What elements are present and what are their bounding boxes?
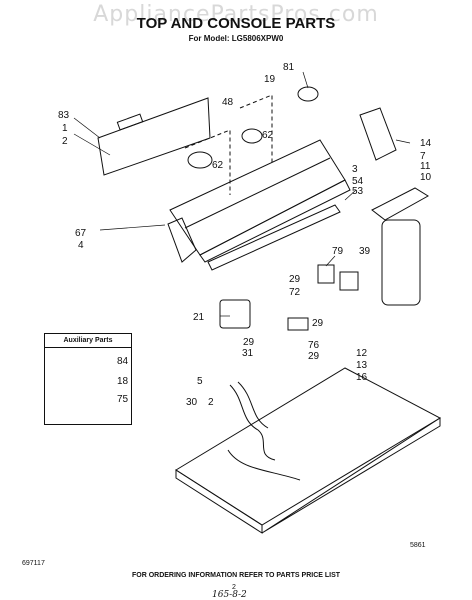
callout-2-lower: 2 xyxy=(208,397,214,408)
callout-11: 11 xyxy=(420,161,431,172)
callout-29-a: 29 xyxy=(289,274,301,285)
document-number: 697117 xyxy=(22,560,45,567)
end-cap-left xyxy=(167,217,197,263)
wire-harness xyxy=(227,381,301,481)
callout-29-b: 29 xyxy=(312,318,324,329)
callout-62-lower: 62 xyxy=(212,160,224,171)
switch-39 xyxy=(339,271,359,291)
callout-81: 81 xyxy=(283,62,295,73)
switch xyxy=(287,317,309,331)
callout-76: 76 xyxy=(308,340,320,351)
console-strip xyxy=(207,204,341,271)
watermark: AppliancePartsPros.com xyxy=(93,2,379,27)
callout-48: 48 xyxy=(222,97,234,108)
callout-30: 30 xyxy=(186,397,198,408)
callout-13: 13 xyxy=(356,360,368,371)
callout-19: 19 xyxy=(264,74,276,85)
callout-2: 2 xyxy=(62,136,68,147)
callout-39: 39 xyxy=(359,246,371,257)
callout-10: 10 xyxy=(420,172,432,183)
callout-29-c: 29 xyxy=(243,337,255,348)
ordering-note: FOR ORDERING INFORMATION REFER TO PARTS … xyxy=(131,572,341,579)
callout-7: 7 xyxy=(420,151,426,162)
callout-14: 14 xyxy=(420,138,432,149)
callout-62-upper: 62 xyxy=(262,130,274,141)
callout-5: 5 xyxy=(197,376,203,387)
console-panel xyxy=(169,139,351,263)
callout-79: 79 xyxy=(332,246,344,257)
knob-62b xyxy=(241,128,263,144)
end-cap-right xyxy=(359,107,397,161)
aux-part-75: 75 xyxy=(117,394,129,405)
page-number: 2 xyxy=(232,584,236,591)
knob-62a xyxy=(187,151,213,169)
callout-12: 12 xyxy=(356,348,368,359)
callout-72: 72 xyxy=(289,287,301,298)
callout-31: 31 xyxy=(242,348,254,359)
callout-21: 21 xyxy=(193,312,205,323)
callout-53: 53 xyxy=(352,186,364,197)
rear-panel xyxy=(97,97,211,176)
drawing-code: 5861 xyxy=(410,542,426,549)
leader-lines xyxy=(73,71,411,317)
cabinet-top xyxy=(175,367,442,534)
callout-3: 3 xyxy=(352,164,358,175)
callout-67: 67 xyxy=(75,228,87,239)
callout-1: 1 xyxy=(62,123,68,134)
page-title: TOP AND CONSOLE PARTS xyxy=(136,15,336,32)
dashed-groups xyxy=(184,94,273,195)
callout-54: 54 xyxy=(352,176,364,187)
callout-4: 4 xyxy=(78,240,84,251)
timer xyxy=(219,299,251,329)
knob-81 xyxy=(297,86,319,102)
switch-79 xyxy=(317,264,335,284)
handwritten-note: 165-8-2 xyxy=(212,590,247,600)
model-subtitle: For Model: LG5806XPW0 xyxy=(188,34,284,43)
callout-83: 83 xyxy=(58,110,70,121)
lint-screen xyxy=(371,187,429,306)
aux-part-84: 84 xyxy=(117,356,129,367)
callout-29-d: 29 xyxy=(308,351,320,362)
auxiliary-parts-box: Auxiliary Parts 84 18 75 xyxy=(44,333,132,425)
aux-part-18: 18 xyxy=(117,376,129,387)
auxiliary-parts-heading: Auxiliary Parts xyxy=(45,334,131,348)
callout-16: 16 xyxy=(356,372,368,383)
